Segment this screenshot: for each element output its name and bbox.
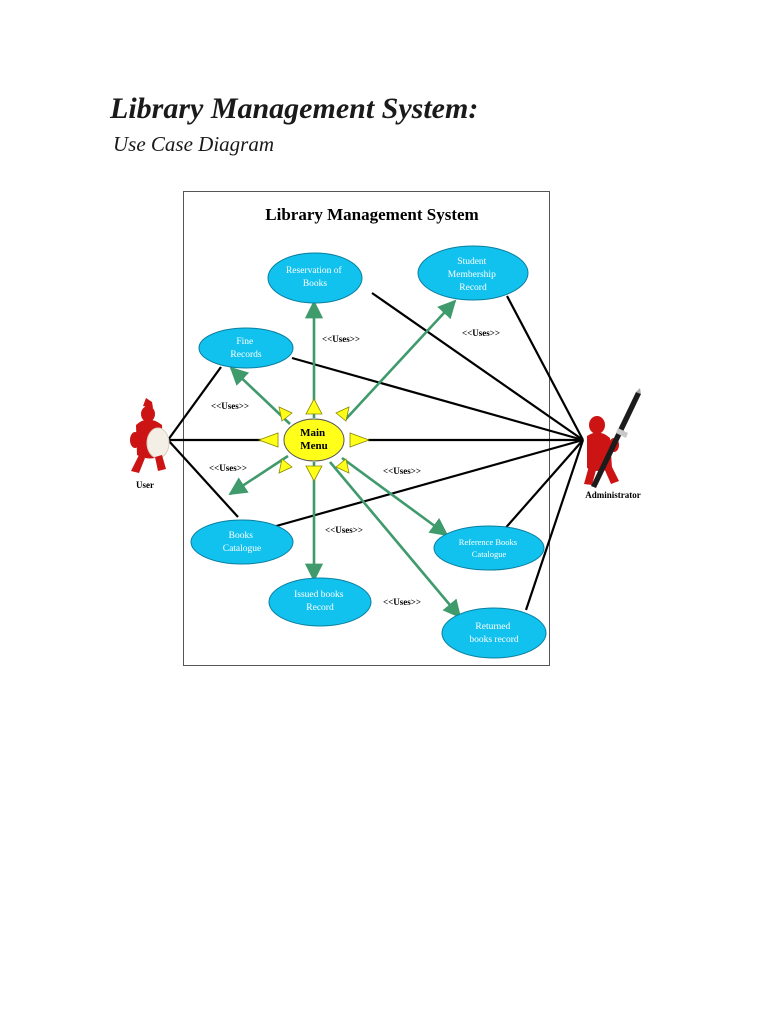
assoc-admin-student-membership bbox=[506, 295, 584, 441]
uses-label: <<Uses>> bbox=[325, 525, 363, 535]
use-case-label: Books bbox=[229, 531, 254, 541]
uses-label: <<Uses>> bbox=[322, 334, 360, 344]
use-case-label: Reference Books bbox=[459, 537, 517, 547]
assoc-admin-fine-records bbox=[291, 356, 584, 442]
assoc-admin-reference-books bbox=[501, 439, 584, 533]
main-menu-ellipse bbox=[283, 418, 345, 462]
user-associations bbox=[167, 366, 268, 518]
uses-arrow-books-catalogue bbox=[228, 454, 289, 496]
main-menu-line1: Main bbox=[300, 427, 325, 439]
uses-label: <<Uses>> bbox=[211, 401, 249, 411]
use-case-issued-books: Issued books Record bbox=[268, 577, 372, 627]
administrator-actor-label: Administrator bbox=[585, 490, 641, 500]
svg-text:Fine Records: Fine Records bbox=[230, 337, 261, 360]
svg-text:Returned books record: Returned books record bbox=[469, 622, 519, 645]
diagram-frame bbox=[183, 191, 550, 666]
uses-label: <<Uses>> bbox=[209, 463, 247, 473]
use-case-reservation: Reservation of Books bbox=[267, 252, 363, 304]
diagram-title: Library Management System bbox=[265, 205, 478, 224]
main-menu: Main Menu bbox=[257, 398, 371, 482]
use-case-reference-books: Reference Books Catalogue bbox=[433, 525, 545, 571]
uses-label: <<Uses>> bbox=[383, 597, 421, 607]
uses-arrow-fine-records bbox=[229, 366, 291, 425]
svg-text:Reference Books Catalogu: Reference Books Catalogue bbox=[459, 537, 519, 559]
administrator-actor-icon bbox=[584, 388, 641, 488]
user-actor-icon bbox=[130, 398, 170, 473]
use-case-label: Catalogue bbox=[223, 544, 262, 554]
svg-text:Reservation of Books: Reservation of Books bbox=[286, 265, 344, 289]
page-title: Library Management System: bbox=[110, 92, 479, 125]
use-case-label: Returned bbox=[475, 622, 510, 632]
uses-label: <<Uses>> bbox=[462, 328, 500, 338]
page-subtitle: Use Case Diagram bbox=[113, 132, 274, 156]
uses-arrow-reference-books bbox=[341, 456, 449, 537]
use-case-label: books record bbox=[469, 635, 519, 645]
use-case-label: Reservation of bbox=[286, 265, 343, 276]
use-case-fine-records: Fine Records bbox=[198, 327, 294, 369]
user-actor-label: User bbox=[136, 480, 154, 490]
uses-label: <<Uses>> bbox=[383, 466, 421, 476]
use-case-label: Record bbox=[306, 603, 334, 613]
assoc-admin-returned-books bbox=[524, 439, 585, 611]
use-case-label: Record bbox=[459, 283, 487, 293]
uses-arrow-returned-books bbox=[329, 461, 462, 619]
use-case-returned-books: Returned books record bbox=[441, 607, 547, 659]
use-case-label: Fine bbox=[236, 337, 253, 347]
assoc-user-books-catalogue bbox=[167, 439, 239, 518]
assoc-user-fine-records bbox=[167, 366, 222, 441]
assoc-admin-books-catalogue bbox=[261, 438, 584, 532]
svg-text:Main Menu: Main Menu bbox=[300, 427, 328, 452]
uses-arrow-student-membership bbox=[344, 299, 457, 421]
use-case-label: Membership bbox=[448, 270, 496, 280]
assoc-admin-reservation bbox=[371, 292, 584, 441]
svg-text:Student Membership: Student Membership Record bbox=[448, 257, 498, 293]
use-case-student-membership: Student Membership Record bbox=[417, 245, 529, 301]
main-menu-rays bbox=[257, 398, 371, 482]
admin-associations bbox=[261, 292, 585, 611]
main-menu-line2: Menu bbox=[300, 440, 328, 452]
use-case-label: Issued books bbox=[294, 590, 344, 600]
svg-text:Books Catalogue: Books Catalogue bbox=[223, 531, 262, 554]
use-case-label: Catalogue bbox=[472, 549, 507, 559]
svg-text:Issued books Record: Issued books Record bbox=[294, 590, 346, 613]
use-case-label: Student bbox=[457, 257, 486, 267]
use-case-books-catalogue: Books Catalogue bbox=[190, 519, 294, 565]
use-case-label: Records bbox=[230, 350, 261, 360]
use-case-label: Books bbox=[303, 279, 328, 289]
